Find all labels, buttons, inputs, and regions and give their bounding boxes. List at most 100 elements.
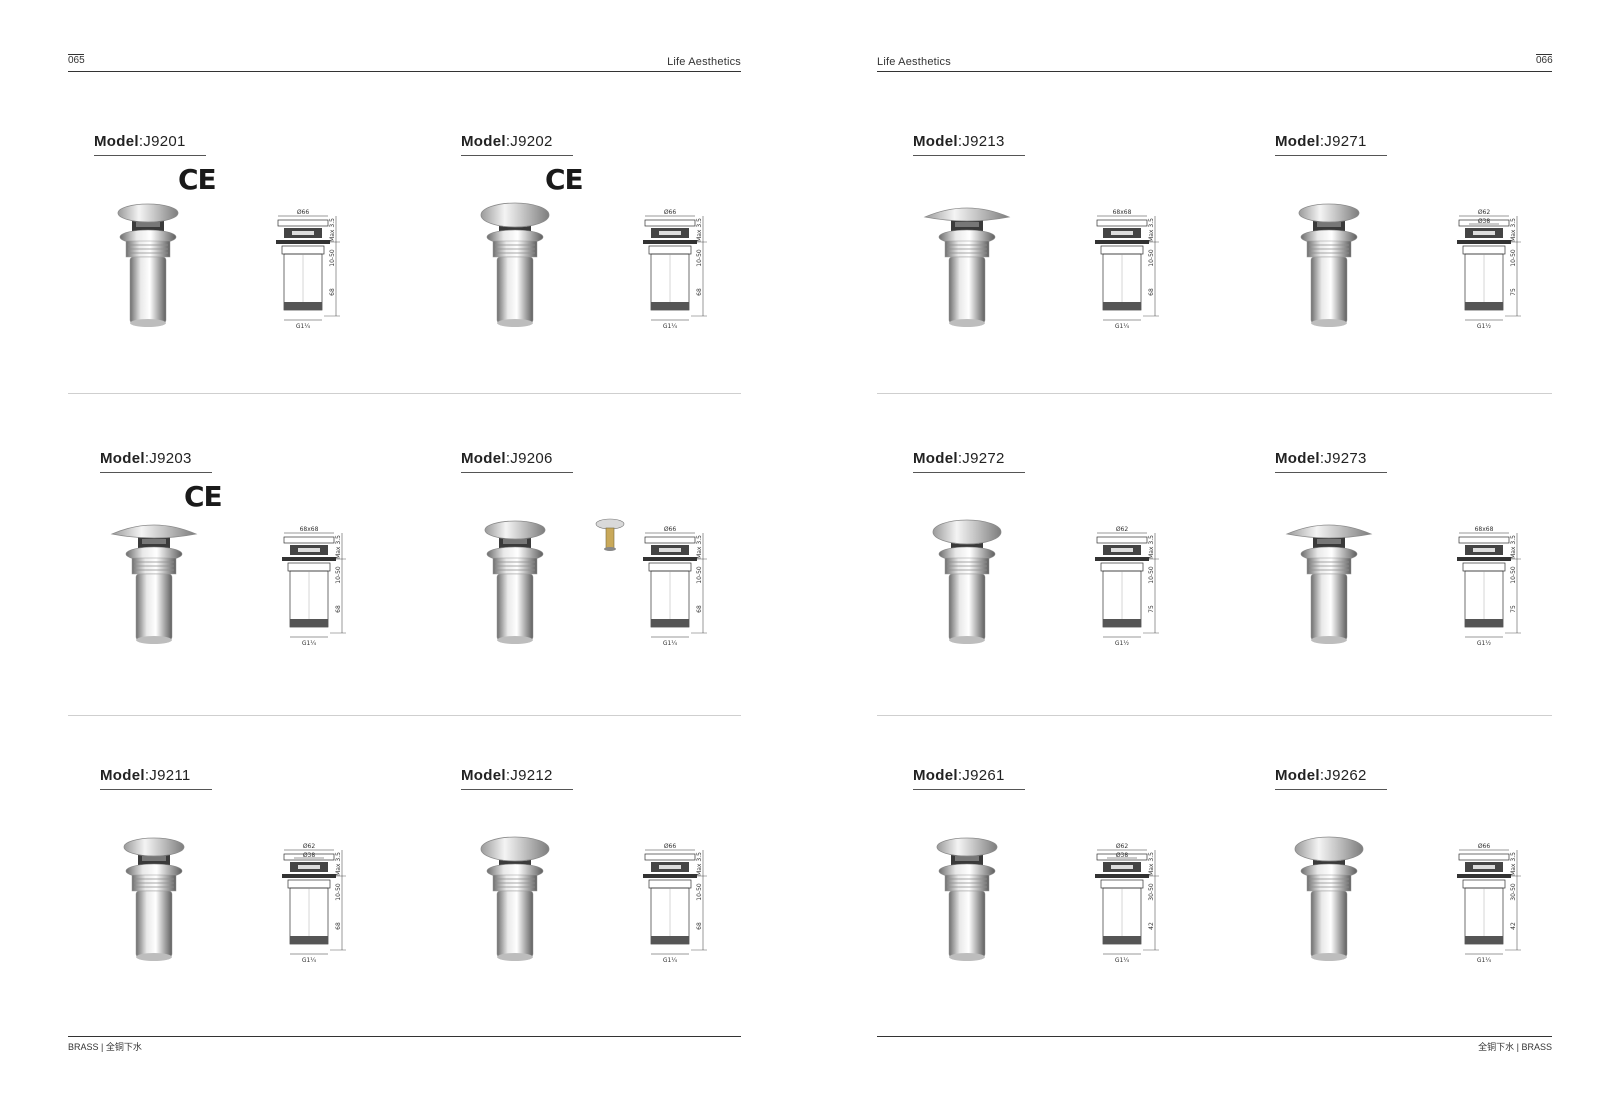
running-title: Life Aesthetics (877, 56, 951, 68)
model-code: :J9213 (957, 133, 1005, 150)
dim-length-label: 68 (335, 922, 342, 930)
dim-top-label: 68x68 (1475, 526, 1494, 533)
dim-range-label: 10-50 (1148, 566, 1155, 584)
model-title: Model:J9262 (1275, 767, 1367, 784)
dim-max-label: Max 3.5 (1148, 218, 1155, 242)
dim-inner-label: Ø38 (1116, 852, 1129, 859)
dim-length-label: 68 (1148, 288, 1155, 296)
dim-max-label: Max 3.5 (1510, 535, 1517, 559)
dim-range-label: 30-50 (1148, 883, 1155, 901)
dim-top-label: 68x68 (1113, 209, 1132, 216)
product-photo (1294, 836, 1364, 961)
model-title: Model:J9203 (100, 450, 192, 467)
model-code: :J9206 (505, 450, 553, 467)
dim-max-label: Max 3.5 (329, 218, 336, 242)
dim-range-label: 10-50 (696, 883, 703, 901)
dim-max-label: Max 3.5 (696, 852, 703, 876)
dim-range-label: 10-50 (1510, 566, 1517, 584)
model-label: Model (94, 133, 139, 150)
model-underline (1275, 472, 1387, 473)
dim-length-label: 68 (696, 288, 703, 296)
dim-range-label: 10-50 (696, 566, 703, 584)
dim-max-label: Max 3.5 (1148, 535, 1155, 559)
model-underline (100, 789, 212, 790)
model-code: :J9262 (1319, 767, 1367, 784)
dim-length-label: 68 (696, 605, 703, 613)
spare-part-photo (595, 518, 625, 551)
left-page: 065 Life Aesthetics BRASS | 全铜下水 Model:J… (68, 54, 761, 1052)
dim-inner-label: Ø38 (1478, 218, 1491, 225)
dim-top-label: Ø62 (1116, 843, 1129, 850)
dim-thread-label: G1½ (1477, 323, 1491, 330)
dim-max-label: Max 3.5 (1510, 218, 1517, 242)
dim-range-label: 10-50 (335, 566, 342, 584)
model-title: Model:J9213 (913, 133, 1005, 150)
dim-length-label: 68 (696, 922, 703, 930)
dim-range-label: 10-50 (1148, 249, 1155, 267)
model-code: :J9271 (1319, 133, 1367, 150)
dim-thread-label: G1¼ (1115, 957, 1129, 964)
dim-top-label: 68x68 (300, 526, 319, 533)
dim-max-label: Max 3.5 (335, 852, 342, 876)
model-label: Model (461, 767, 506, 784)
row-separator (68, 715, 741, 716)
model-title: Model:J9271 (1275, 133, 1367, 150)
dim-length-label: 68 (335, 605, 342, 613)
dim-range-label: 10-50 (1510, 249, 1517, 267)
model-title: Model:J9261 (913, 767, 1005, 784)
model-underline (100, 472, 212, 473)
model-label: Model (913, 450, 958, 467)
model-underline (461, 472, 573, 473)
dim-length-label: 42 (1510, 922, 1517, 930)
footer-rule (68, 1036, 741, 1037)
dim-top-label: Ø66 (297, 209, 310, 216)
running-title: Life Aesthetics (667, 56, 741, 68)
product-photo (480, 202, 550, 327)
product-photo (484, 520, 546, 644)
product-photo (923, 207, 1011, 327)
model-label: Model (913, 767, 958, 784)
model-code: :J9273 (1319, 450, 1367, 467)
dim-range-label: 10-50 (335, 883, 342, 901)
model-code: :J9211 (144, 767, 191, 784)
right-page: Life Aesthetics 066 全铜下水 | BRASS Model:J… (805, 0, 1610, 1100)
dim-thread-label: G1¼ (296, 323, 310, 330)
product-photo (936, 837, 998, 961)
dim-thread-label: G1½ (1115, 640, 1129, 647)
model-underline (913, 155, 1025, 156)
header-rule (68, 71, 741, 72)
dim-thread-label: G1¼ (1477, 957, 1491, 964)
product-photo (1285, 524, 1373, 644)
dim-thread-label: G1¼ (302, 640, 316, 647)
dim-max-label: Max 3.5 (335, 535, 342, 559)
dim-length-label: 75 (1510, 605, 1517, 613)
model-title: Model:J9273 (1275, 450, 1367, 467)
footer-label: BRASS | 全铜下水 (68, 1042, 142, 1052)
dim-length-label: 75 (1510, 288, 1517, 296)
dim-length-label: 42 (1148, 922, 1155, 930)
product-photo (932, 519, 1002, 644)
dim-thread-label: G1¼ (663, 323, 677, 330)
product-photo (123, 837, 185, 961)
model-underline (1275, 155, 1387, 156)
dim-thread-label: G1¼ (1115, 323, 1129, 330)
dim-range-label: 30-50 (1510, 883, 1517, 901)
model-code: :J9272 (957, 450, 1005, 467)
product-photo (117, 203, 179, 327)
model-code: :J9201 (138, 133, 186, 150)
model-label: Model (461, 133, 506, 150)
